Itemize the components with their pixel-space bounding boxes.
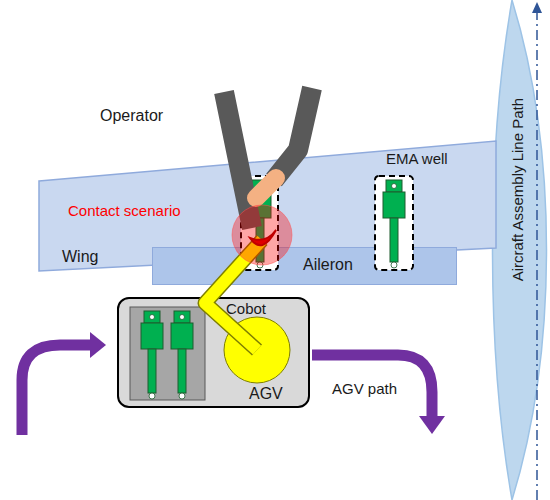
cobot-arm — [205, 240, 262, 350]
agv-path-arrowhead — [419, 416, 445, 434]
ema-well-label: EMA well — [386, 150, 448, 167]
fuselage — [493, 0, 547, 500]
agv-box: AGV — [117, 297, 310, 408]
assembly-line — [536, 12, 538, 500]
actuator-symbol — [383, 180, 405, 268]
actuator-symbol — [171, 311, 193, 399]
agv-path-in — [22, 345, 92, 435]
ema-well — [375, 176, 413, 270]
cobot-base — [224, 317, 290, 383]
cobot-arm — [205, 240, 262, 350]
operator-arm — [274, 88, 312, 180]
node-label: Wing — [62, 248, 98, 266]
agv-path-out — [312, 355, 432, 418]
node-label: AGV — [249, 385, 283, 403]
operator-arm — [224, 92, 252, 228]
agv-rack — [130, 307, 205, 400]
contact-crescent — [250, 230, 276, 245]
agv-path-arrowhead — [90, 332, 106, 358]
aileron-box: Aileron — [152, 247, 457, 285]
actuator-symbol — [249, 180, 271, 268]
agv-path-label: AGV path — [332, 380, 397, 397]
assembly-line-label: Aircraft Assembly Line Path — [509, 98, 526, 281]
node-label: Aileron — [303, 256, 353, 274]
operator-label: Operator — [100, 107, 163, 125]
cobot-label: Cobot — [226, 300, 266, 317]
actuator-symbol — [141, 311, 163, 399]
assembly-line-arrowhead — [532, 2, 542, 13]
contact-zone — [232, 205, 292, 265]
ema-well — [241, 176, 278, 270]
contact-label: Contact scenario — [68, 202, 181, 219]
operator-hand — [256, 178, 276, 198]
